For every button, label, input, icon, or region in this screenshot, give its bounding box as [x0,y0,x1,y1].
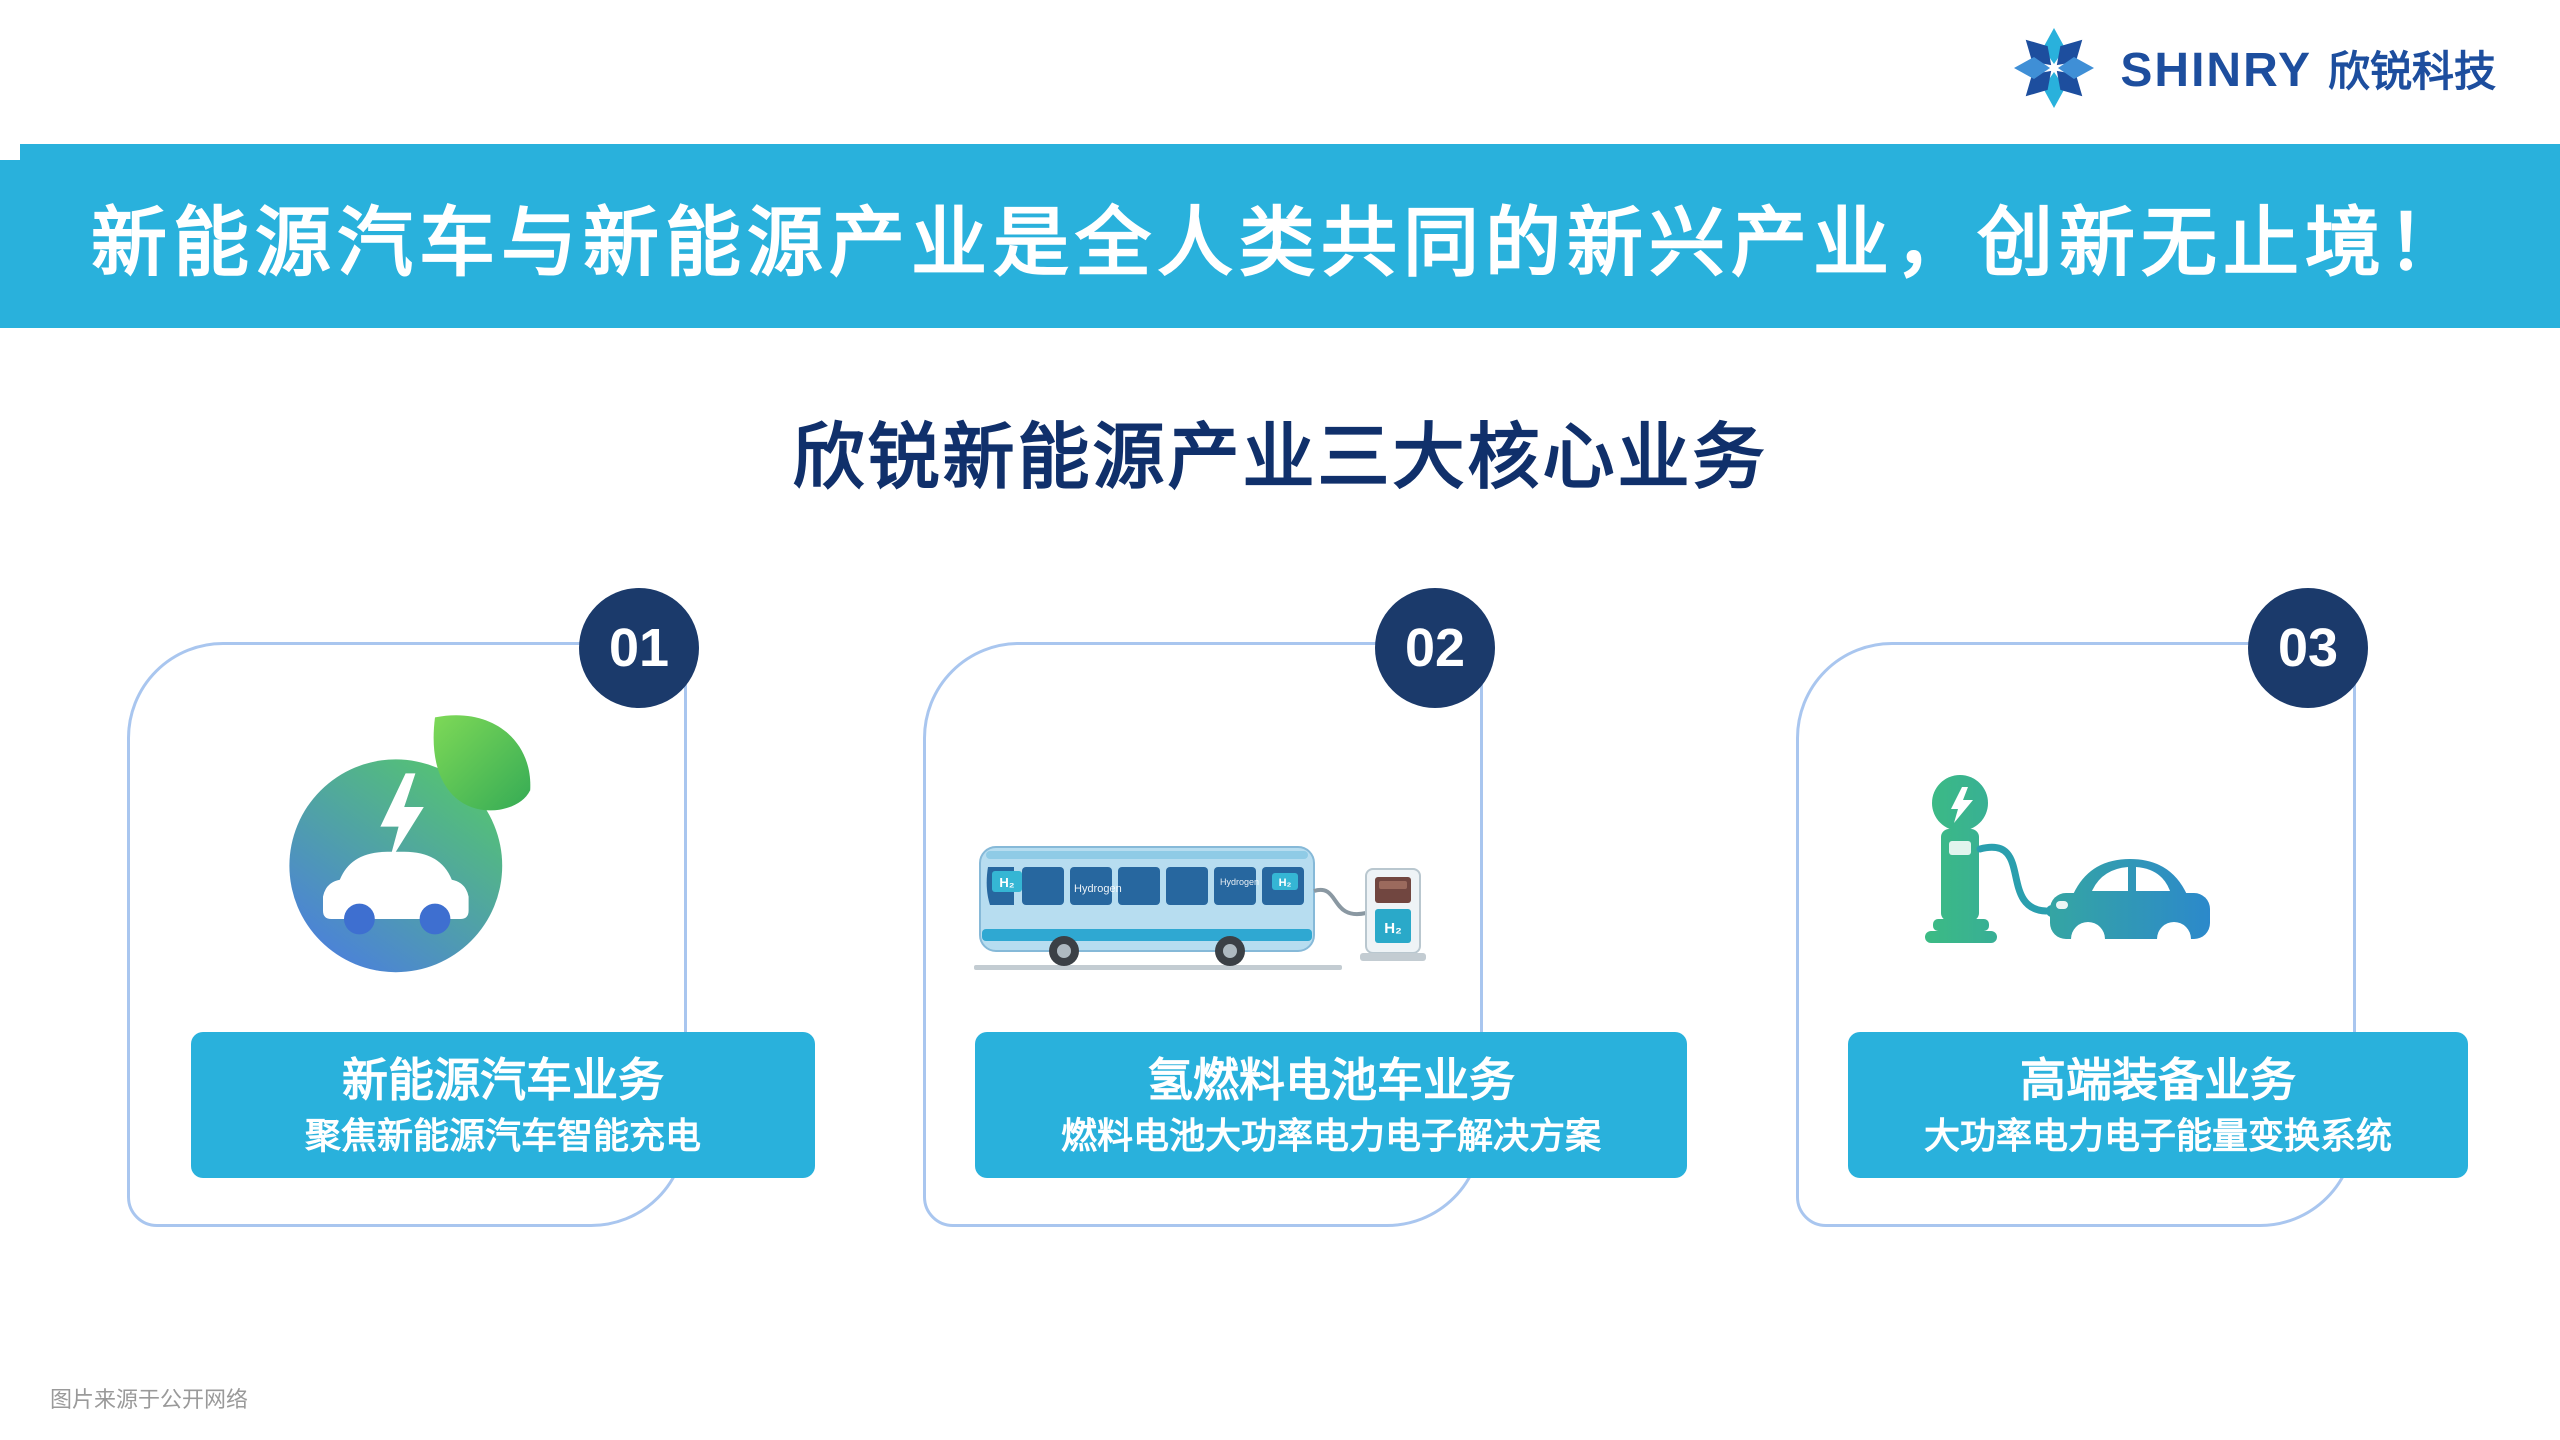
card-title: 氢燃料电池车业务 [1147,1053,1515,1106]
bus-side-hydrogen-label: Hydrogen [1074,883,1122,895]
card-number-badge: 01 [579,588,699,708]
card-label: 高端装备业务 大功率电力电子能量变换系统 [1848,1032,2468,1178]
dispenser-h2-label: H₂ [1384,920,1402,937]
card-number-badge: 03 [2248,588,2368,708]
card-number-badge: 02 [1375,588,1495,708]
business-card-hydrogen-fuel-cell: 02 H₂ Hydrogen Hydrogen H₂ [923,588,1687,1227]
image-source-note: 图片来源于公开网络 [50,1387,249,1412]
headline-banner: 新能源汽车与新能源产业是全人类共同的新兴产业，创新无止境！ [0,144,2560,328]
card-label: 新能源汽车业务 聚焦新能源汽车智能充电 [191,1032,815,1178]
hydrogen-bus-icon: H₂ Hydrogen Hydrogen H₂ H₂ [926,813,1480,983]
card-title: 高端装备业务 [2020,1053,2296,1106]
section-title: 欣锐新能源产业三大核心业务 [792,418,1768,498]
bus-rear-h2-label: H₂ [1279,877,1292,889]
card-subtitle: 聚焦新能源汽车智能充电 [304,1114,701,1156]
eco-electric-car-icon [130,709,684,982]
card-label: 氢燃料电池车业务 燃料电池大功率电力电子解决方案 [975,1032,1687,1178]
business-card-high-end-equipment: 03 [1796,588,2468,1227]
banner-corner-notch [0,144,20,160]
card-subtitle: 大功率电力电子能量变换系统 [1923,1114,2392,1156]
card-subtitle: 燃料电池大功率电力电子解决方案 [1060,1114,1601,1156]
shinry-snowflake-icon [2014,28,2095,108]
bus-rear-hydrogen-label: Hydrogen [1220,877,1259,887]
logo-brand: SHINRY [2120,43,2312,97]
headline-text: 新能源汽车与新能源产业是全人类共同的新兴产业，创新无止境！ [91,201,2469,286]
bus-front-h2-label: H₂ [999,875,1014,890]
ev-charging-icon [1799,763,2353,963]
card-title: 新能源汽车业务 [342,1053,664,1106]
logo-brand-cn: 欣锐科技 [2327,47,2496,95]
shinry-logo: SHINRY 欣锐科技 [2008,22,2496,114]
business-card-new-energy-vehicle: 01 新能源汽车业务 聚焦新能源汽车智能充电 [127,588,815,1227]
logo-wordmark: SHINRY 欣锐科技 [2120,38,2496,99]
